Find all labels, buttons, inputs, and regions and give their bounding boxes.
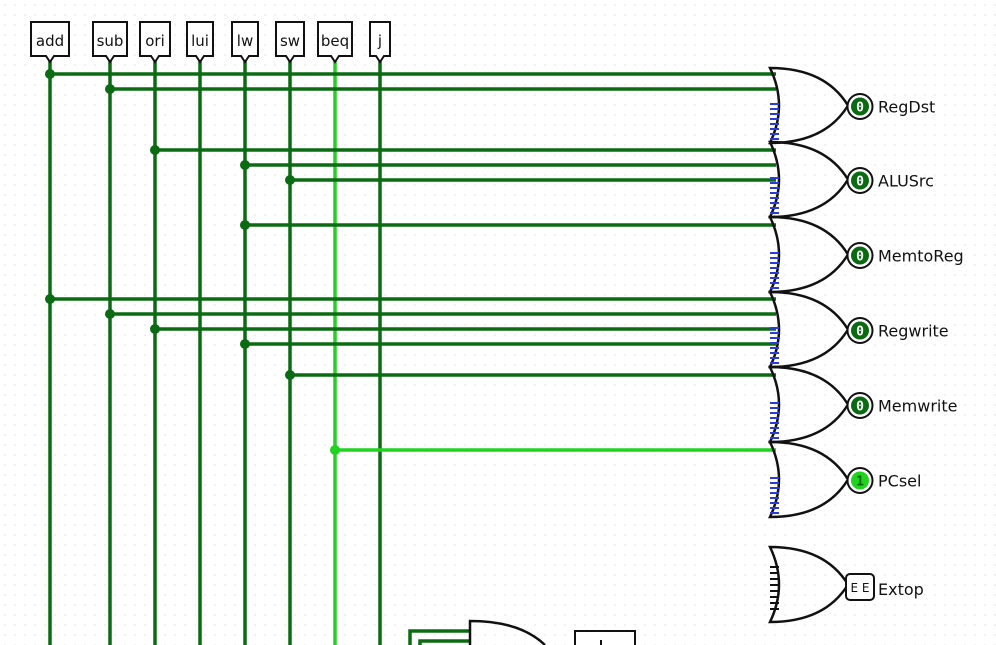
input-pin-tag: [92, 21, 128, 64]
wire-junction: [105, 309, 115, 319]
input-pin-label: sub: [97, 32, 124, 50]
and-gate-input-wire: [408, 629, 470, 645]
input-pin-tag: [231, 21, 259, 64]
input-pin-tag: [139, 21, 171, 64]
input-pin-sub[interactable]: sub: [92, 21, 128, 64]
input-pins-layer: add sub ori lui lw sw beq j: [30, 21, 391, 64]
output-label: Regwrite: [878, 322, 949, 341]
input-pin-label: sw: [280, 32, 300, 50]
partial-output-box: [574, 630, 636, 645]
output-value: 0: [856, 250, 864, 265]
or-gate-extop-body: [768, 545, 850, 624]
or-gate-Regwrite[interactable]: [768, 290, 850, 369]
output-value: 0: [856, 400, 864, 415]
input-pin-tag: [275, 21, 305, 64]
output-led-icon: [851, 171, 869, 190]
output-led-icon: [851, 97, 869, 116]
output-pin-PCsel[interactable]: 1 PCsel: [846, 467, 922, 494]
extop-box: [845, 573, 875, 601]
and-gate-body: [468, 619, 546, 645]
wire-junction: [285, 370, 295, 380]
wire-junction: [150, 324, 160, 334]
and-gate-partial[interactable]: [408, 619, 636, 645]
output-led-icon: [851, 246, 869, 265]
input-pin-beq[interactable]: beq: [317, 21, 353, 64]
input-pin-tag: [186, 21, 214, 64]
wire-junction: [240, 160, 250, 170]
output-pin-Regwrite[interactable]: 0 Regwrite: [846, 317, 949, 344]
or-gate-extop[interactable]: [768, 545, 850, 624]
wire-junction: [240, 220, 250, 230]
input-pin-label: ori: [145, 32, 165, 50]
gates-layer: [408, 66, 850, 645]
output-pin-ALUSrc[interactable]: 0 ALUSrc: [846, 167, 934, 194]
wires-layer: [45, 60, 848, 645]
output-label: MemtoReg: [878, 247, 964, 266]
output-value: 0: [856, 175, 864, 190]
output-pin-MemtoReg[interactable]: 0 MemtoReg: [846, 242, 964, 269]
or-gate-Memwrite[interactable]: [768, 365, 850, 444]
input-pin-label: add: [36, 32, 64, 50]
output-value: 1: [856, 475, 864, 490]
wire-junction: [45, 294, 55, 304]
output-label: RegDst: [878, 98, 935, 117]
input-pin-lw[interactable]: lw: [231, 21, 259, 64]
output-pin-extop[interactable]: E E Extop: [845, 573, 924, 601]
input-pin-tag: [30, 21, 70, 64]
output-value: 0: [856, 101, 864, 116]
output-led-icon: [851, 321, 869, 340]
input-pin-label: lw: [237, 32, 253, 50]
extop-value: E E: [851, 581, 870, 595]
wire-junction: [45, 69, 55, 79]
output-label: PCsel: [878, 472, 921, 491]
wire-junction: [240, 339, 250, 349]
input-pin-ori[interactable]: ori: [139, 21, 171, 64]
output-label: ALUSrc: [878, 172, 934, 191]
or-gate-ALUSrc[interactable]: [768, 140, 850, 219]
input-pin-add[interactable]: add: [30, 21, 70, 64]
wire-junction: [150, 145, 160, 155]
output-pin-Memwrite[interactable]: 0 Memwrite: [846, 392, 958, 419]
input-pin-tag: [317, 21, 353, 64]
output-led-icon: [851, 396, 869, 415]
output-led-icon: [851, 471, 869, 490]
output-value: 0: [856, 325, 864, 340]
or-gate-RegDst[interactable]: [768, 66, 850, 145]
input-pin-label: beq: [321, 32, 349, 50]
input-pin-label: j: [377, 32, 382, 50]
input-pin-label: lui: [191, 32, 209, 50]
input-pin-lui[interactable]: lui: [186, 21, 214, 64]
wire-junction: [105, 84, 115, 94]
and-gate-input-wire: [418, 639, 470, 645]
output-label: Memwrite: [878, 397, 957, 416]
input-pin-tag: [369, 21, 391, 64]
extop-label: Extop: [878, 580, 924, 599]
or-gate-MemtoReg[interactable]: [768, 215, 850, 294]
or-gate-PCsel[interactable]: [768, 440, 850, 519]
input-pin-j[interactable]: j: [369, 21, 391, 64]
input-pin-sw[interactable]: sw: [275, 21, 305, 64]
wire-junction: [285, 175, 295, 185]
output-pin-RegDst[interactable]: 0 RegDst: [846, 93, 936, 120]
wire-junction: [330, 445, 340, 455]
